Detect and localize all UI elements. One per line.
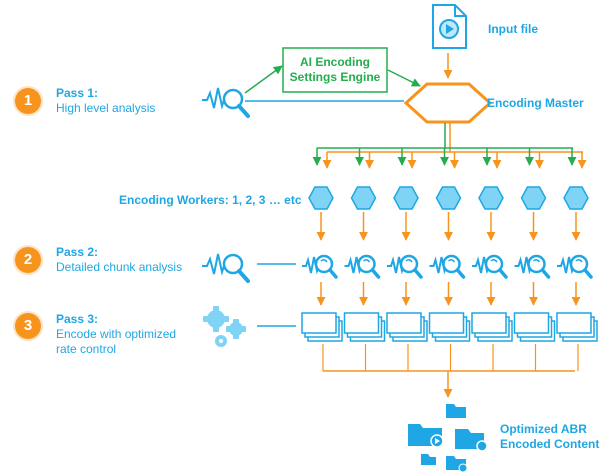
arrow-analysis-to-engine (244, 65, 283, 94)
encoded-chunk-stack-icon (471, 312, 513, 342)
analysis-magnifier-icon (202, 87, 250, 118)
worker-hexagon (308, 186, 334, 210)
pass-number-3: 3 (15, 313, 41, 339)
engine-label-line-2: Settings Engine (289, 70, 381, 84)
pass-3-desc-line-2: rate control (56, 342, 117, 356)
gears-icon (203, 306, 246, 347)
output-label-line-2: Encoded Content (500, 437, 600, 451)
output-label-line-1: Optimized ABR (500, 422, 587, 436)
output-folders-icon (408, 404, 488, 473)
arrow-engine-to-master (387, 69, 421, 87)
chunk-magnifier-icon (429, 254, 466, 279)
master-hexagon (403, 82, 493, 124)
encoded-chunk-stack-icon (428, 312, 471, 342)
worker-hexagon (478, 186, 504, 210)
pass-number-2: 2 (15, 247, 41, 273)
encoded-chunk-stack-icon (386, 312, 428, 342)
encoded-chunk-stack-icon (513, 312, 556, 342)
input-file-label: Input file (488, 22, 538, 36)
worker-hexagon (435, 186, 462, 210)
pass-1-title: Pass 1: (56, 86, 99, 100)
chunk-magnifier-icon (557, 254, 593, 279)
pass-2-desc: Detailed chunk analysis (56, 260, 183, 274)
file-icon (432, 4, 467, 49)
chunk-analysis-icon (202, 253, 250, 283)
chunk-magnifier-icon (472, 254, 508, 279)
chunk-magnifier-icon (514, 254, 551, 279)
pass-1-desc: High level analysis (56, 101, 156, 115)
pass-number-1: 1 (15, 88, 41, 114)
chunk-magnifier-icon (344, 254, 381, 279)
worker-hexagon (563, 186, 589, 210)
chunk-magnifier-icon (302, 254, 338, 279)
worker-hexagon (520, 186, 547, 210)
worker-hexagon (350, 186, 377, 210)
encoded-chunk-stack-icon (556, 312, 598, 342)
encoding-workers-label: Encoding Workers: 1, 2, 3 … etc (119, 193, 302, 207)
engine-box (282, 47, 388, 93)
pass-3-title: Pass 3: (56, 312, 99, 326)
pass-3-desc-line-1: Encode with optimized (56, 327, 177, 341)
encoded-chunk-stack-icon (343, 312, 386, 342)
worker-hexagon (393, 186, 419, 210)
chunk-magnifier-icon (387, 254, 423, 279)
engine-label-line-1: AI Encoding (300, 55, 370, 69)
pass-2-title: Pass 2: (56, 245, 99, 259)
encoded-chunk-stack-icon (301, 312, 343, 342)
encoding-master-label: Encoding Master (487, 96, 584, 110)
